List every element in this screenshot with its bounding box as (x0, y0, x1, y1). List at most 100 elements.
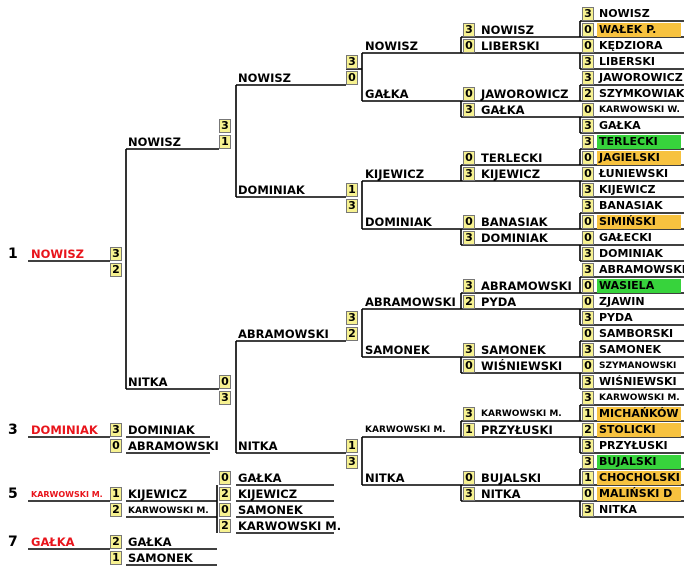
place-name: GAŁKA (31, 535, 75, 549)
place-rank: 5 (8, 486, 18, 502)
round64-score: 3 (582, 55, 594, 69)
round64-score: 0 (582, 487, 594, 501)
round64-score: 3 (582, 455, 594, 469)
round64-name: KĘDZIORA (599, 39, 663, 52)
round64-score: 3 (582, 119, 594, 133)
round64-name: SAMBORSKI (599, 327, 674, 340)
semifinal-name: NITKA (128, 375, 168, 389)
round64-name: ŁUNIEWSKI (599, 167, 669, 180)
round32-name: SAMONEK (481, 343, 546, 357)
place-rank: 7 (8, 534, 18, 550)
round32-name: PRZYŁUSKI (481, 423, 553, 437)
round32-name: NITKA (481, 487, 521, 501)
round64-score: 0 (582, 327, 594, 341)
round32-score: 3 (463, 487, 475, 501)
round64-score: 2 (582, 423, 594, 437)
place-name: KARWOWSKI M. (31, 490, 103, 499)
semifinal-name: NOWISZ (128, 135, 181, 149)
round32-name: WIŚNIEWSKI (481, 359, 563, 373)
round32-name: TERLECKI (481, 151, 543, 165)
round32-name: ABRAMOWSKI (481, 279, 572, 293)
round32-name: GAŁKA (481, 103, 525, 117)
round16-name: KIJEWICZ (365, 167, 425, 181)
quarterfinal-score: 3 (346, 55, 358, 69)
round64-score: 3 (582, 375, 594, 389)
round64-score: 0 (582, 151, 594, 165)
round32-score: 2 (463, 295, 475, 309)
consolation-score: 0 (219, 503, 231, 517)
seventh-place-name: GAŁKA (128, 535, 172, 549)
round64-name: KARWOWSKI W. (599, 105, 680, 115)
round64-name: BUJALSKI (597, 455, 681, 469)
third-place-name: DOMINIAK (128, 423, 195, 437)
round32-score: 3 (463, 407, 475, 421)
round64-score: 0 (582, 39, 594, 53)
consolation-score: 2 (219, 519, 231, 533)
round16-name: GAŁKA (365, 87, 409, 101)
third-place-name: ABRAMOWSKI (128, 439, 219, 453)
round32-score: 3 (463, 343, 475, 357)
third-place-score: 3 (110, 423, 122, 437)
semifinal-score: 3 (219, 119, 231, 133)
round64-score: 3 (582, 391, 594, 405)
round64-name: KARWOWSKI M. (599, 393, 680, 403)
round64-name: SAMONEK (599, 343, 661, 356)
third-place-score: 0 (110, 439, 122, 453)
round64-score: 3 (582, 311, 594, 325)
semifinal-score: 0 (219, 375, 231, 389)
round64-score: 3 (582, 439, 594, 453)
round64-name: PYDA (599, 311, 633, 324)
quarterfinal-name: DOMINIAK (238, 183, 305, 197)
round32-score: 0 (463, 151, 475, 165)
round64-score: 0 (582, 167, 594, 181)
quarterfinal-score: 3 (346, 455, 358, 469)
round64-score: 3 (582, 71, 594, 85)
round32-score: 1 (463, 423, 475, 437)
quarterfinal-score: 1 (346, 439, 358, 453)
round64-score: 0 (582, 359, 594, 373)
round64-name: MALIŃSKI D (597, 487, 681, 501)
round64-score: 3 (582, 247, 594, 261)
round64-name: WASIELA (597, 279, 681, 293)
round32-name: LIBERSKI (481, 39, 540, 53)
final-score: 2 (110, 263, 122, 277)
round64-name: SIMIŃSKI (597, 215, 681, 229)
quarterfinal-score: 2 (346, 327, 358, 341)
consolation-name: KIJEWICZ (238, 487, 298, 501)
round16-name: NOWISZ (365, 39, 418, 53)
round64-name: NOWISZ (599, 7, 650, 20)
round64-name: STOLICKI (597, 423, 681, 437)
round64-score: 1 (582, 471, 594, 485)
round64-name: ABRAMOWSKI (599, 263, 684, 276)
consolation-score: 2 (219, 487, 231, 501)
round32-name: NOWISZ (481, 23, 534, 37)
seventh-place-score: 2 (110, 535, 122, 549)
round16-name: SAMONEK (365, 343, 430, 357)
round64-score: 3 (582, 135, 594, 149)
round64-name: GAŁKA (599, 119, 641, 132)
round64-name: MICHAŃKÓW (597, 407, 681, 421)
round64-score: 2 (582, 87, 594, 101)
fifth-place-score: 1 (110, 487, 122, 501)
round64-score: 0 (582, 231, 594, 245)
round32-name: DOMINIAK (481, 231, 548, 245)
round64-name: SZYMKOWIAK (599, 87, 684, 100)
round32-name: KARWOWSKI M. (481, 409, 562, 419)
semifinal-score: 1 (219, 135, 231, 149)
round32-score: 0 (463, 87, 475, 101)
seventh-place-score: 1 (110, 551, 122, 565)
round64-name: DOMINIAK (599, 247, 663, 260)
round64-name: KIJEWICZ (599, 183, 656, 196)
quarterfinal-name: NOWISZ (238, 71, 291, 85)
consolation-name: GAŁKA (238, 471, 282, 485)
round32-name: JAWOROWICZ (481, 87, 569, 101)
round16-name: NITKA (365, 471, 405, 485)
consolation-name: SAMONEK (238, 503, 303, 517)
round32-score: 0 (463, 471, 475, 485)
round32-name: BUJALSKI (481, 471, 542, 485)
seventh-place-name: SAMONEK (128, 551, 193, 565)
fifth-place-name: KARWOWSKI M. (128, 506, 209, 516)
fifth-place-score: 2 (110, 503, 122, 517)
round64-score: 1 (582, 407, 594, 421)
